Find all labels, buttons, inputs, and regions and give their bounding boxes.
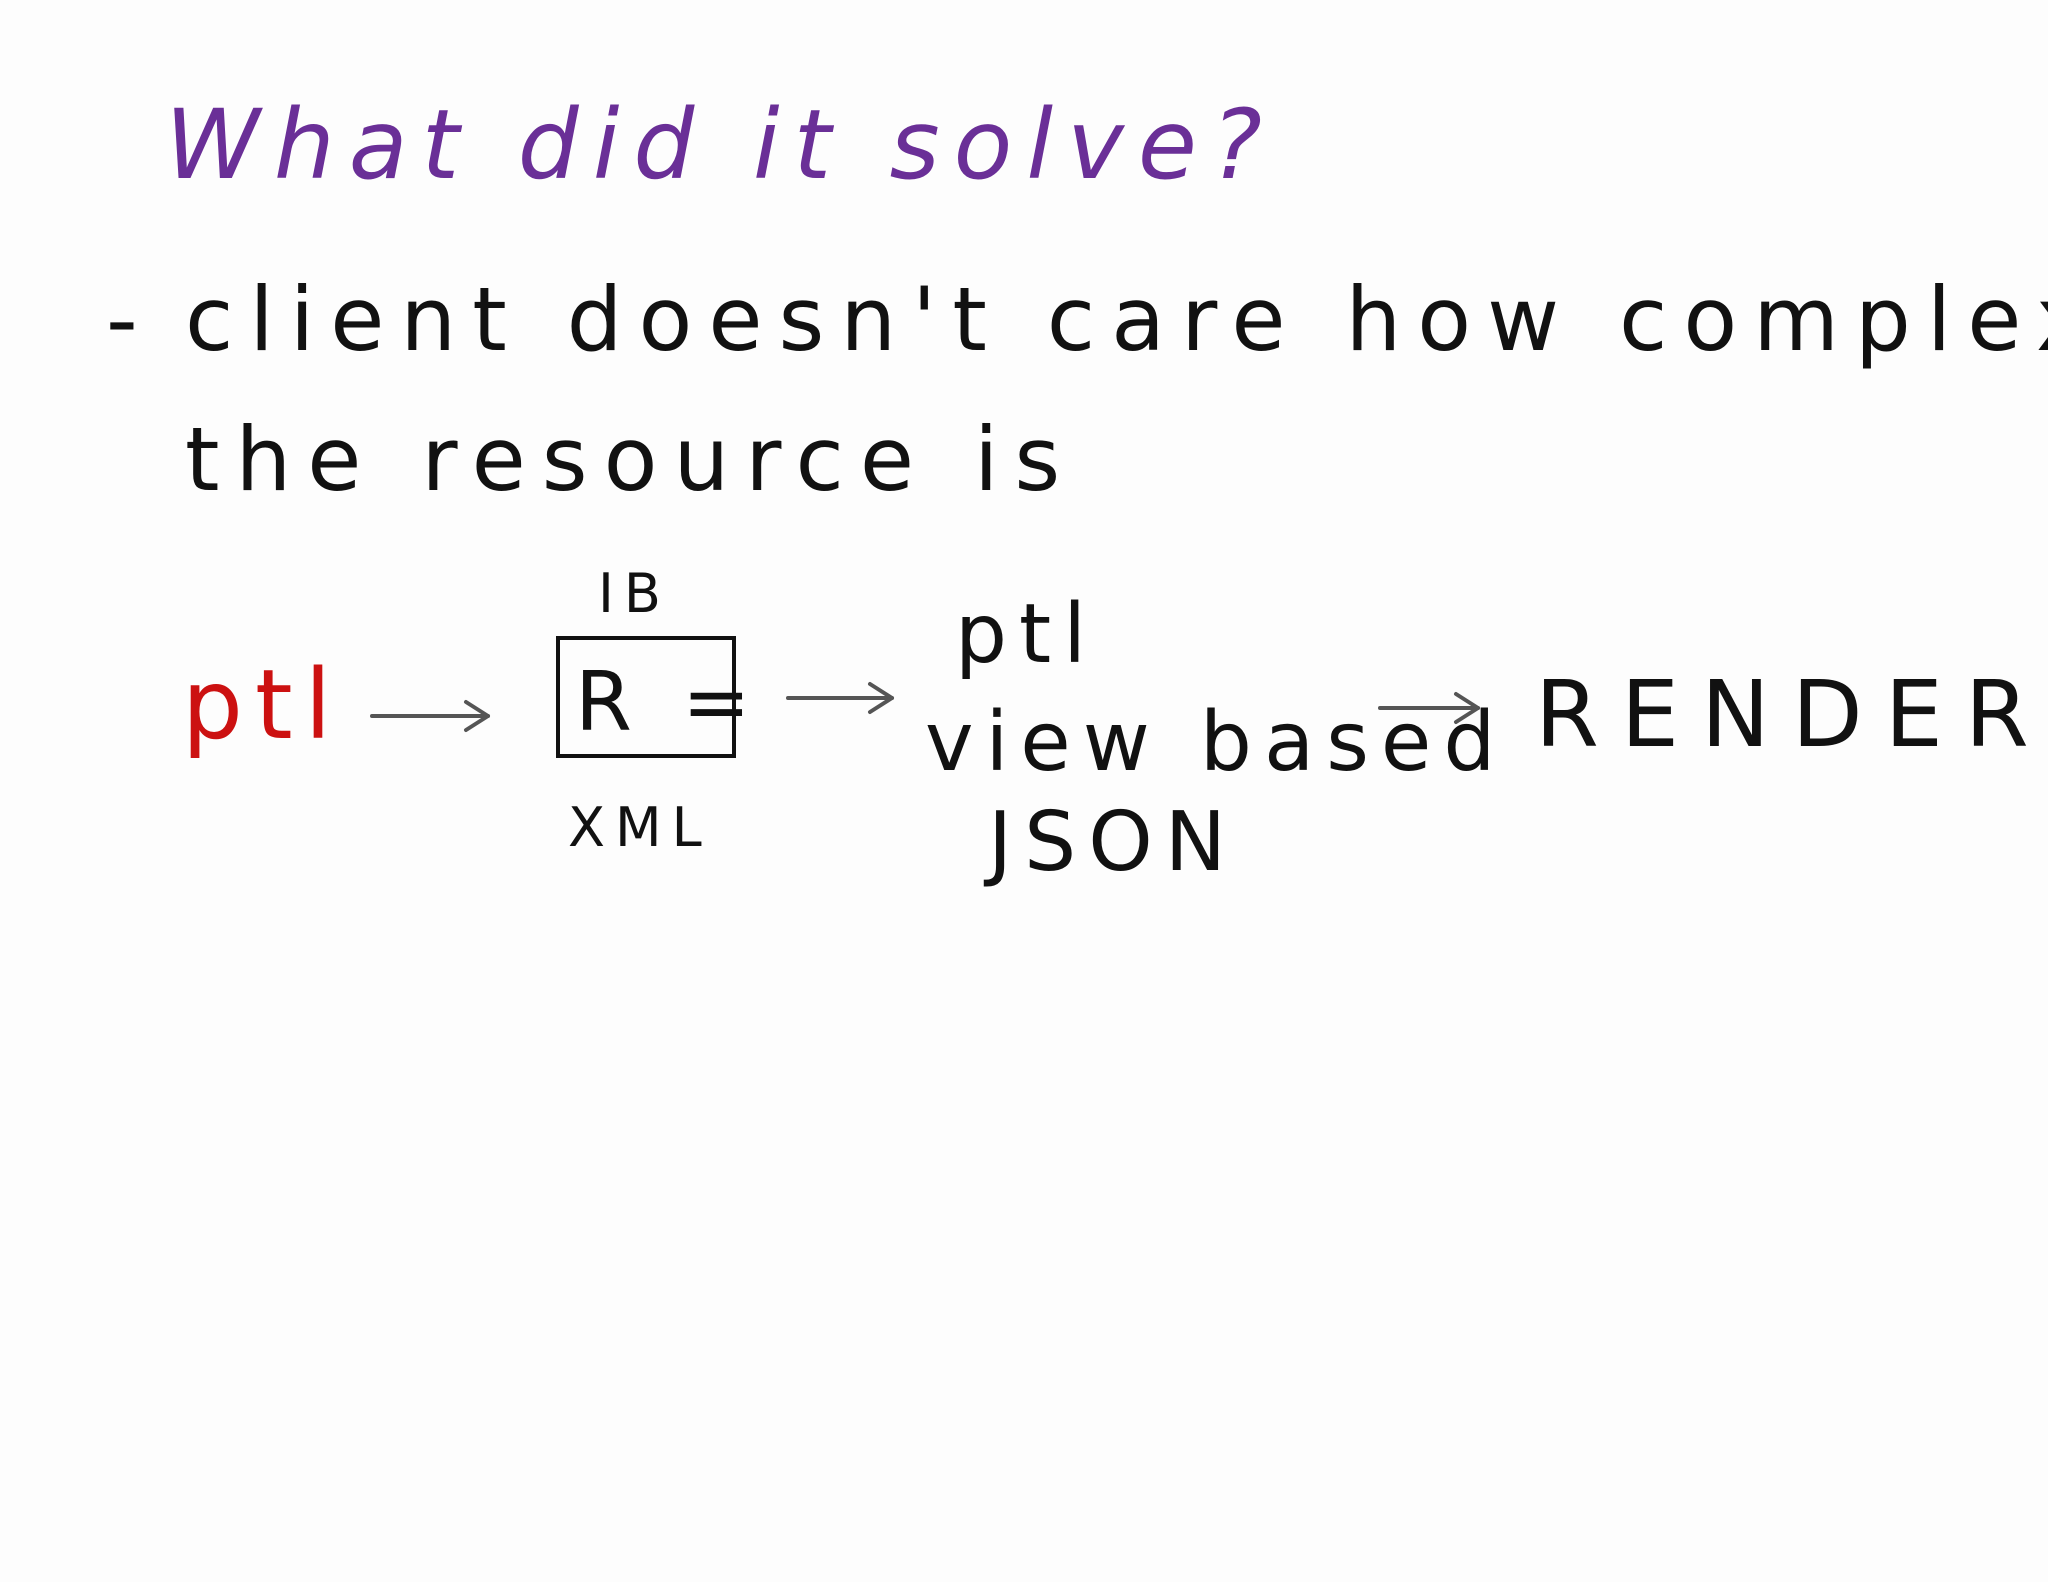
flow-end-label: RENDER bbox=[1535, 661, 2048, 768]
bullet-line-1: client doesn't care how complex bbox=[185, 268, 2048, 371]
flow-start-label: ptl bbox=[182, 649, 343, 761]
ib-box bbox=[556, 636, 736, 758]
arrow-2 bbox=[786, 682, 894, 714]
arrow-3 bbox=[1378, 692, 1480, 724]
box-content: R = bbox=[575, 655, 763, 750]
box-top-label: IB bbox=[598, 562, 671, 625]
middle-line-3: JSON bbox=[983, 795, 1238, 890]
bullet-dash: - bbox=[106, 268, 138, 371]
box-bottom-label: XML bbox=[568, 796, 712, 859]
slide-title: What did it solve? bbox=[165, 89, 1276, 201]
bullet-line-2: the resource is bbox=[185, 408, 1076, 511]
arrow-1 bbox=[370, 700, 490, 732]
middle-line-2: view based bbox=[925, 695, 1507, 790]
middle-line-1: ptl bbox=[955, 587, 1098, 682]
